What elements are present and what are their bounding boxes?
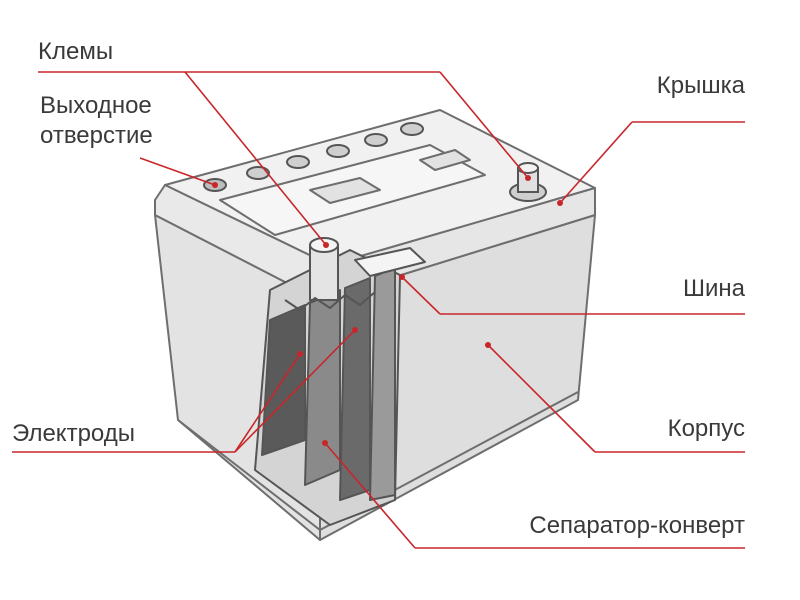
vent-cap-4 — [326, 144, 350, 158]
dot-electrode-1 — [297, 351, 303, 357]
leader-case-d — [487, 344, 596, 453]
electrode-plate-4 — [369, 267, 396, 501]
label-terminals: Клемы — [38, 38, 114, 65]
vent-cap-5 — [364, 133, 388, 147]
leader-separator-d — [324, 442, 416, 549]
leader-vent — [139, 157, 216, 186]
leader-electrodes-1 — [234, 353, 301, 453]
leader-busbar — [401, 276, 441, 315]
vent-cap-6 — [400, 122, 424, 136]
dot-electrode-2 — [352, 327, 358, 333]
leader-lines — [12, 71, 745, 549]
label-busbar: Шина — [682, 275, 745, 302]
label-electrodes: Электроды — [12, 420, 135, 447]
dot-vent — [212, 182, 218, 188]
leader-cover-d — [559, 121, 633, 204]
label-vent-line1: Выходное — [40, 92, 152, 119]
label-separator: Сепаратор-конверт — [529, 512, 745, 539]
vent-caps — [203, 122, 424, 192]
dot-busbar — [399, 274, 405, 280]
label-vent-line2: отверстие — [40, 122, 153, 149]
vent-cap-2 — [246, 166, 270, 180]
label-case: Корпус — [667, 415, 745, 442]
cutaway-interior — [254, 237, 426, 526]
battery-lid — [154, 109, 596, 301]
terminal-post-inner-stem — [309, 244, 339, 301]
leader-electrodes-2 — [234, 329, 356, 453]
dot-case — [485, 342, 491, 348]
lid-recess-left — [309, 177, 381, 204]
label-cover: Крышка — [656, 72, 745, 99]
busbar-strip — [354, 247, 426, 277]
dot-terminal-inner — [323, 242, 329, 248]
leader-terminals-to-inner — [184, 71, 327, 246]
leader-terminals-to-right — [439, 71, 529, 179]
dot-terminal-right — [525, 175, 531, 181]
leader-dots — [212, 175, 563, 446]
case-bottom-ledge — [177, 391, 579, 531]
lid-recess-right — [419, 149, 471, 171]
dot-separator — [322, 440, 328, 446]
electrode-plate-2 — [304, 289, 341, 486]
vent-cap-3 — [286, 155, 310, 169]
plate-ridges — [284, 291, 376, 311]
terminal-right-top — [517, 162, 539, 174]
dot-cover — [557, 200, 563, 206]
